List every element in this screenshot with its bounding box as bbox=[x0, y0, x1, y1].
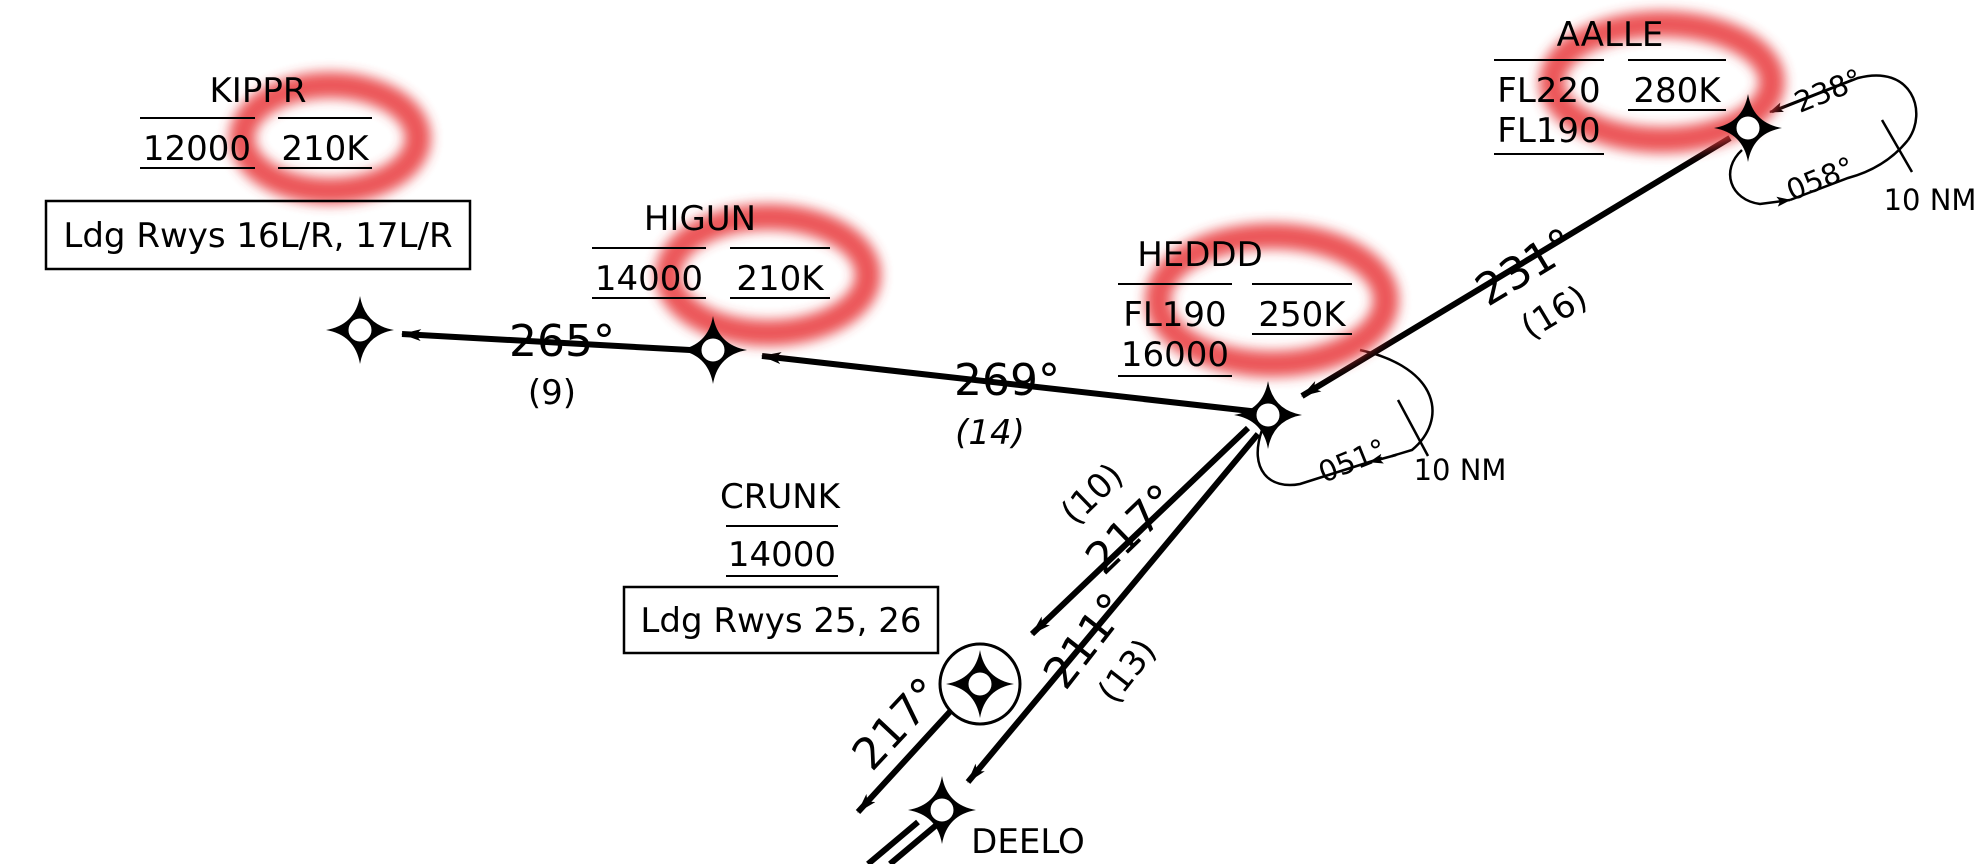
waypoint-symbols bbox=[326, 94, 1782, 844]
kippr-fix-icon[interactable] bbox=[326, 296, 394, 364]
crunk-fix-icon[interactable] bbox=[938, 642, 1022, 726]
leg-higun-kippr-course: 265° bbox=[509, 316, 615, 367]
hold-heddd bbox=[1256, 348, 1434, 487]
heddd-altitude-bottom: 16000 bbox=[1121, 335, 1229, 375]
leg-heddd-higun-course: 269° bbox=[954, 355, 1060, 406]
deelo-fix-icon[interactable] bbox=[908, 776, 976, 844]
hold-aalle-outbound: 058° bbox=[1781, 150, 1859, 208]
highlight-rings bbox=[229, 11, 1785, 377]
aalle-speed: 280K bbox=[1633, 71, 1722, 111]
leg-deelo-outbound-2 bbox=[888, 819, 942, 864]
hold-heddd-leg: 10 NM bbox=[1414, 453, 1507, 487]
kippr-runway-note: Ldg Rwys 16L/R, 17L/R bbox=[63, 216, 452, 256]
heddd-label: HEDDD FL190 250K 16000 bbox=[1118, 235, 1352, 377]
crunk-label: CRUNK 14000 Ldg Rwys 25, 26 bbox=[622, 477, 940, 655]
leg-higun-kippr-distance: (9) bbox=[528, 373, 576, 413]
aalle-fix-icon[interactable] bbox=[1714, 94, 1782, 162]
leg-higun-to-kippr bbox=[401, 329, 691, 353]
highlight-heddd bbox=[1145, 223, 1399, 377]
crunk-runway-note: Ldg Rwys 25, 26 bbox=[640, 601, 921, 641]
heddd-altitude-top: FL190 bbox=[1123, 295, 1226, 335]
leg-heddd-to-crunk bbox=[1029, 425, 1251, 637]
higun-speed: 210K bbox=[736, 259, 825, 299]
aalle-label: AALLE FL220 280K FL190 bbox=[1494, 15, 1726, 155]
hold-aalle bbox=[1728, 74, 1918, 207]
leg-deelo-outbound bbox=[866, 819, 920, 864]
highlight-higun bbox=[655, 204, 881, 346]
kippr-name: KIPPR bbox=[210, 71, 307, 111]
deelo-name: DEELO bbox=[971, 822, 1085, 862]
higun-name: HIGUN bbox=[644, 199, 756, 239]
heddd-name: HEDDD bbox=[1137, 235, 1263, 275]
crunk-name: CRUNK bbox=[720, 477, 842, 517]
leg-heddd-to-higun bbox=[761, 352, 1269, 416]
higun-label: HIGUN 14000 210K bbox=[592, 199, 830, 299]
leg-heddd-higun-distance: (14) bbox=[955, 413, 1025, 453]
higun-altitude: 14000 bbox=[595, 259, 703, 299]
higun-fix-icon[interactable] bbox=[679, 316, 747, 384]
highlight-aalle bbox=[1539, 11, 1785, 153]
heddd-fix-icon[interactable] bbox=[1234, 381, 1302, 449]
hold-heddd-outbound: 051° bbox=[1313, 432, 1391, 490]
hold-aalle-inbound: 238° bbox=[1789, 62, 1867, 120]
aalle-altitude-bottom: FL190 bbox=[1497, 111, 1600, 151]
crunk-altitude: 14000 bbox=[728, 535, 836, 575]
heddd-speed: 250K bbox=[1258, 295, 1347, 335]
aalle-name: AALLE bbox=[1557, 15, 1664, 55]
hold-aalle-leg: 10 NM bbox=[1884, 183, 1977, 217]
kippr-altitude: 12000 bbox=[143, 129, 251, 169]
kippr-speed: 210K bbox=[281, 129, 370, 169]
aalle-altitude-top: FL220 bbox=[1497, 71, 1600, 111]
kippr-label: KIPPR 12000 210K Ldg Rwys 16L/R, 17L/R bbox=[44, 71, 472, 271]
leg-heddd-to-deelo bbox=[965, 432, 1261, 784]
highlight-kippr bbox=[229, 72, 431, 204]
